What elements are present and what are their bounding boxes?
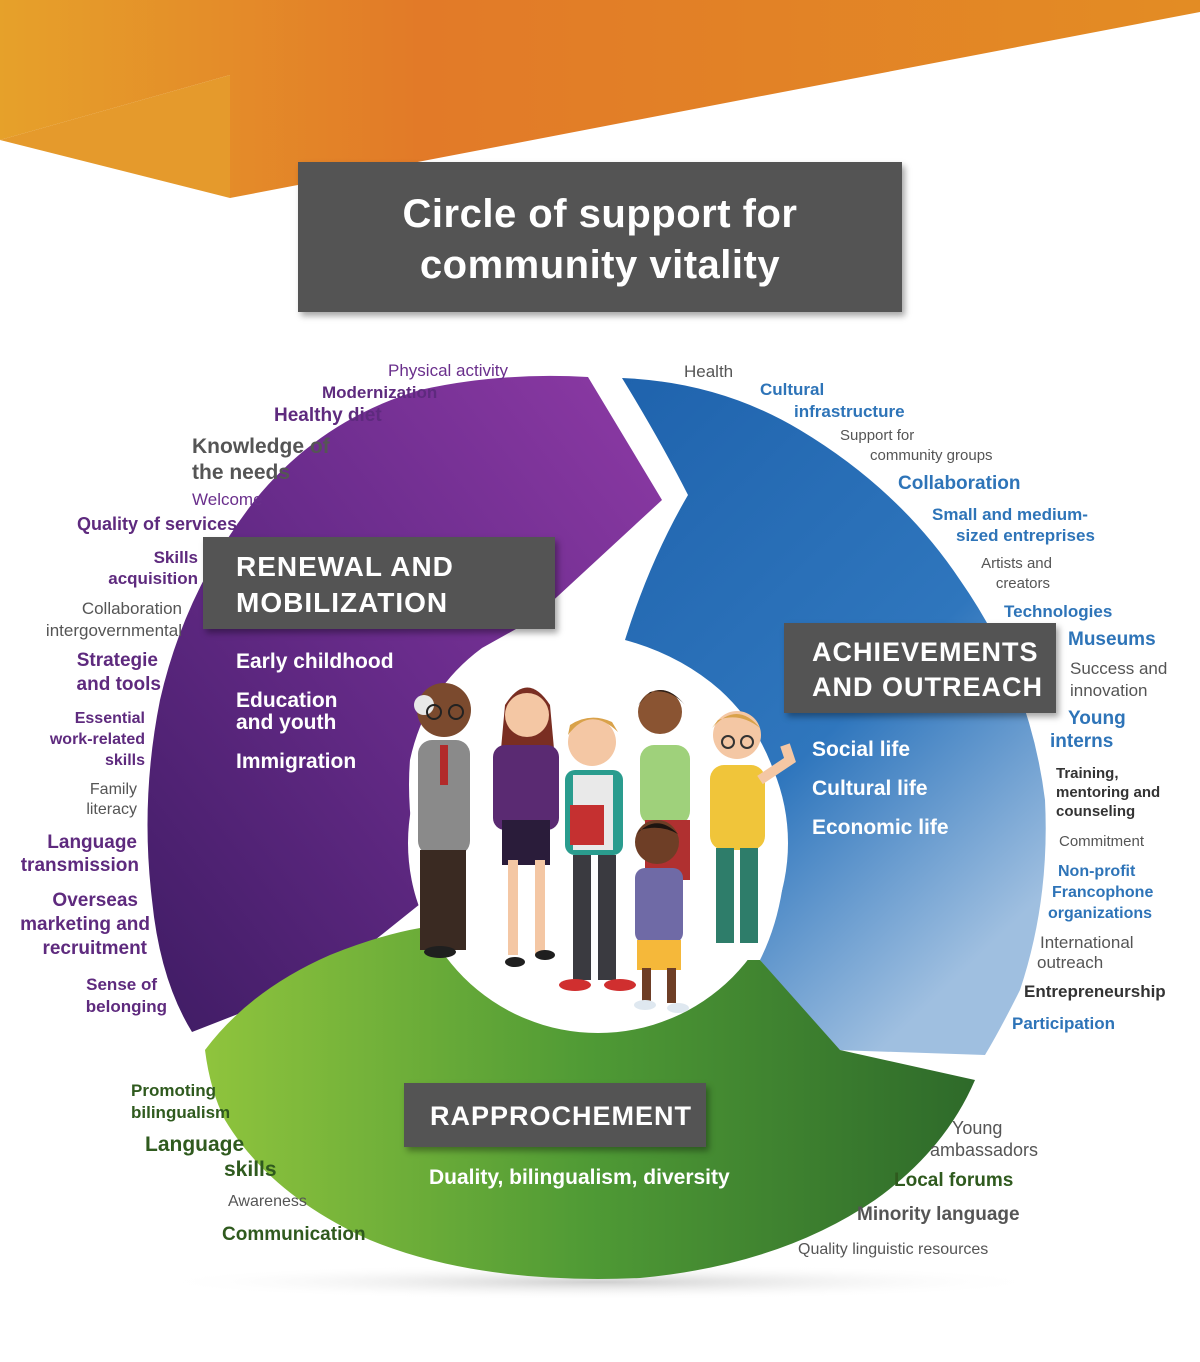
- renewal-item-immigration: Immigration: [236, 750, 357, 773]
- label-langskills-line-2: skills: [224, 1158, 277, 1181]
- label-minority-language: Minority language: [857, 1204, 1020, 1225]
- label-knowledge-line-1: Knowledge of: [192, 435, 330, 458]
- blue-arrow: [622, 378, 1046, 1055]
- label-language-line-2: transmission: [20, 855, 139, 876]
- label-cultural-line-1: Cultural: [760, 380, 825, 399]
- orange-banner-fold: [0, 75, 230, 198]
- label-cultural-line-2: infrastructure: [794, 402, 905, 421]
- title-box: Circle of support for community vitality: [298, 162, 902, 312]
- label-success-line-1: Success and: [1070, 659, 1168, 678]
- label-overseas-line-1: Overseas: [52, 890, 138, 911]
- renewal-item-and-youth: and youth: [236, 711, 337, 734]
- label-knowledge-line-2: the needs: [192, 461, 291, 484]
- person-student-icon: [559, 717, 636, 991]
- label-quality-of-services: Quality of services: [77, 514, 238, 534]
- label-sme-line-1: Small and medium-: [932, 505, 1088, 524]
- label-nonprofit-line-2: Francophone: [1052, 884, 1154, 901]
- label-participation: Participation: [1012, 1014, 1115, 1033]
- label-essential-line-2: work-related: [49, 731, 145, 748]
- label-essential-line-3: skills: [104, 752, 145, 769]
- label-young-interns-line-1: Young: [1068, 708, 1126, 729]
- label-promoting-line-1: Promoting: [131, 1081, 216, 1100]
- title-line-1: Circle of support for: [402, 192, 798, 236]
- label-health: Health: [684, 362, 734, 381]
- label-healthy-diet: Healthy diet: [274, 405, 382, 426]
- label-museums: Museums: [1068, 629, 1156, 650]
- label-awareness: Awareness: [228, 1193, 307, 1210]
- label-essential-line-1: Essential: [74, 710, 145, 727]
- label-success-line-2: innovation: [1070, 681, 1148, 700]
- label-nonprofit-line-3: organizations: [1048, 905, 1153, 922]
- label-training-line-1: Training,: [1056, 765, 1119, 782]
- label-strategie-line-1: Strategie: [76, 650, 158, 671]
- rapprochement-heading-box: RAPPROCHEMENT: [404, 1083, 706, 1147]
- label-support-line-1: Support for: [840, 427, 915, 444]
- label-sense-line-2: belonging: [85, 997, 167, 1016]
- label-communication: Communication: [222, 1224, 366, 1245]
- label-entrepreneurship: Entrepreneurship: [1024, 982, 1166, 1001]
- label-sense-line-1: Sense of: [86, 975, 157, 994]
- achievements-item-cultural-life: Cultural life: [812, 777, 928, 800]
- label-skills-line-1: Skills: [153, 548, 198, 567]
- person-child-icon: [634, 820, 689, 1013]
- label-overseas-line-2: marketing and: [20, 914, 150, 935]
- rapprochement-item: Duality, bilingualism, diversity: [429, 1166, 730, 1189]
- label-technologies: Technologies: [1004, 602, 1113, 621]
- label-artists-line-1: Artists and: [981, 555, 1052, 572]
- label-welcome: Welcome: [192, 490, 263, 509]
- orange-banner: [0, 0, 1200, 198]
- label-skills-line-2: acquisition: [108, 569, 198, 588]
- rapprochement-heading: RAPPROCHEMENT: [430, 1101, 693, 1131]
- label-sme-line-2: sized entreprises: [956, 526, 1095, 545]
- label-overseas-line-3: recruitment: [42, 938, 147, 959]
- ground-shadow: [150, 1264, 1050, 1300]
- label-local-forums: Local forums: [894, 1170, 1014, 1191]
- renewal-item-education: Education: [236, 689, 338, 712]
- label-strategie-line-2: and tools: [76, 674, 161, 695]
- people-illustration: [414, 683, 796, 1013]
- renewal-item-early-childhood: Early childhood: [236, 650, 394, 673]
- label-commitment: Commitment: [1059, 833, 1145, 850]
- label-nonprofit-line-1: Non-profit: [1058, 863, 1136, 880]
- label-modernization: Modernization: [322, 383, 438, 402]
- label-young-interns-line-2: interns: [1050, 731, 1114, 752]
- achievements-heading-line-1: ACHIEVEMENTS: [812, 637, 1039, 667]
- label-langskills-line-1: Language: [145, 1133, 245, 1156]
- person-boy-waving-icon: [710, 711, 796, 943]
- renewal-heading-box: RENEWAL AND MOBILIZATION: [203, 537, 555, 629]
- title-line-2: community vitality: [419, 243, 781, 287]
- label-intl-line-1: International: [1040, 933, 1134, 952]
- label-training-line-2: mentoring and: [1056, 784, 1161, 801]
- label-collab-line-1: Collaboration: [81, 599, 182, 618]
- label-quality-resources: Quality linguistic resources: [798, 1241, 989, 1258]
- achievements-heading-box: ACHIEVEMENTS AND OUTREACH: [784, 623, 1056, 713]
- label-language-line-1: Language: [47, 832, 137, 853]
- label-promoting-line-2: bilingualism: [131, 1103, 231, 1122]
- achievements-item-economic-life: Economic life: [812, 816, 949, 839]
- label-training-line-3: counseling: [1056, 803, 1136, 820]
- label-support-line-2: community groups: [870, 447, 993, 464]
- label-ambassadors-line-2: ambassadors: [930, 1140, 1039, 1160]
- label-collaboration: Collaboration: [898, 473, 1021, 494]
- label-artists-line-2: creators: [995, 575, 1050, 592]
- achievements-item-social-life: Social life: [812, 738, 911, 761]
- person-elder-icon: [414, 683, 471, 958]
- label-physical-activity: Physical activity: [388, 361, 508, 380]
- label-intl-line-2: outreach: [1037, 953, 1104, 972]
- renewal-heading-line-1: RENEWAL AND: [236, 551, 454, 582]
- renewal-heading-line-2: MOBILIZATION: [236, 587, 449, 618]
- label-family-line-1: Family: [89, 781, 137, 798]
- label-ambassadors-line-1: Young: [952, 1118, 1003, 1138]
- label-collab-line-2: intergovernmental: [45, 621, 182, 640]
- label-family-line-2: literacy: [86, 801, 137, 818]
- achievements-heading-line-2: AND OUTREACH: [812, 672, 1043, 702]
- person-woman-suit-icon: [493, 687, 559, 967]
